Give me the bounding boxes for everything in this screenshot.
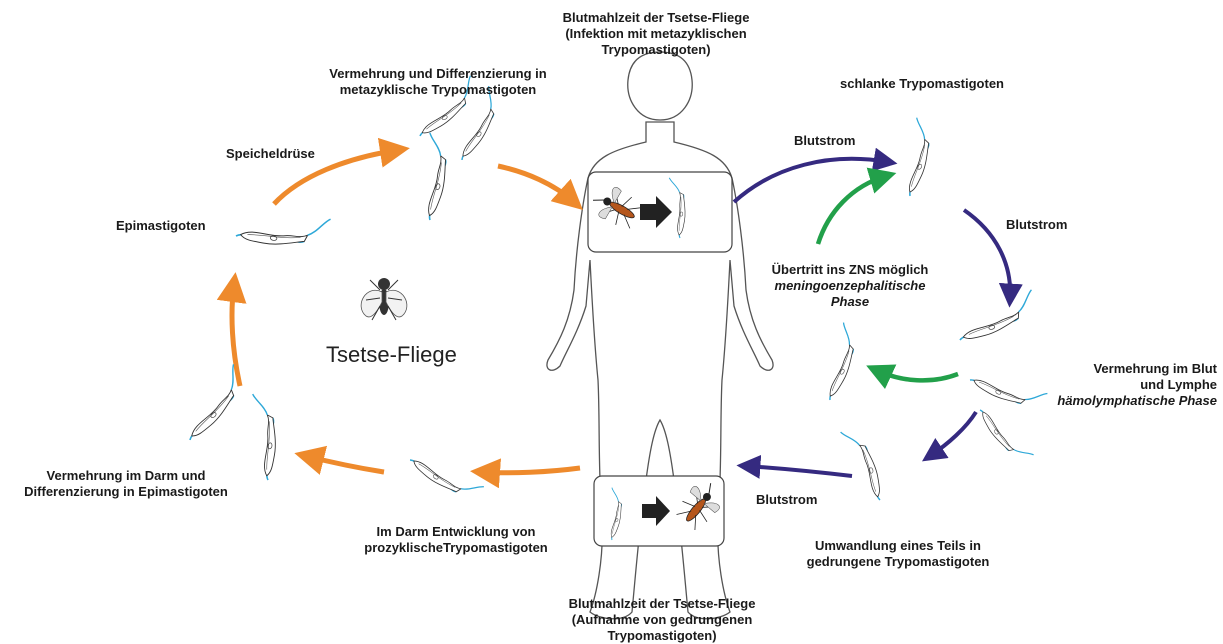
label-line: und Lymphe xyxy=(1057,377,1217,393)
label-line: gedrungene Trypomastigoten xyxy=(807,554,990,570)
trypanosome-icon xyxy=(171,364,254,441)
label-bloodstream: Blutstrom xyxy=(756,492,817,508)
label-line: (Aufnahme von gedrungenen xyxy=(569,612,756,628)
label-bottom-center: Blutmahlzeit der Tsetse-Fliege (Aufnahme… xyxy=(569,596,756,644)
tsetse-fly-icon xyxy=(361,278,407,320)
label-salivary-gland: Speicheldrüse xyxy=(226,146,315,162)
label-stumpy-transformation: Umwandlung eines Teils in gedrungene Try… xyxy=(807,538,990,570)
label-line: Übertritt ins ZNS möglich xyxy=(772,262,929,278)
trypanosome-icon xyxy=(402,133,460,221)
label-gut-multiplication: Vermehrung im Darm und Differenzierung i… xyxy=(24,468,228,500)
trypanosome-icon xyxy=(236,204,331,254)
label-line: Blutmahlzeit der Tsetse-Fliege xyxy=(569,596,756,612)
label-line: (Infektion mit metazyklischen xyxy=(563,26,750,42)
label-multiplication-metacyclic: Vermehrung und Differenzierung in metazy… xyxy=(329,66,546,98)
label-line: prozyklischeTrypomastigoten xyxy=(364,540,548,556)
trypanosome-icon xyxy=(952,290,1039,342)
label-cns-phase: Übertritt ins ZNS möglich meningoenzepha… xyxy=(772,262,929,310)
label-line: Blutmahlzeit der Tsetse-Fliege xyxy=(563,10,750,26)
label-top-center: Blutmahlzeit der Tsetse-Fliege (Infektio… xyxy=(563,10,750,58)
label-line: Vermehrung im Darm und xyxy=(24,468,228,484)
label-line: meningoenzephalitische xyxy=(772,278,929,294)
label-line: metazyklische Trypomastigoten xyxy=(329,82,546,98)
trypanosome-icon xyxy=(969,357,1047,419)
label-bloodstream: Blutstrom xyxy=(794,133,855,149)
bloodstream-arrows xyxy=(734,159,1010,476)
trypanosome-icon xyxy=(409,439,484,508)
label-line: Phase xyxy=(772,294,929,310)
label-line: hämolymphatische Phase xyxy=(1057,393,1217,409)
label-bloodstream: Blutstrom xyxy=(1006,217,1067,233)
label-blood-lymph: Vermehrung im Blut und Lymphe hämolympha… xyxy=(1057,361,1217,409)
label-line: Vermehrung und Differenzierung in xyxy=(329,66,546,82)
label-line: Trypomastigoten) xyxy=(563,42,750,58)
label-line: Im Darm Entwicklung von xyxy=(364,524,548,540)
trypanosome-icon xyxy=(807,323,869,401)
label-procyclic: Im Darm Entwicklung von prozyklischeTryp… xyxy=(364,524,548,556)
label-line: Trypomastigoten) xyxy=(569,628,756,644)
label-line: Vermehrung im Blut xyxy=(1057,361,1217,377)
label-slender-trypomastigotes: schlanke Trypomastigoten xyxy=(840,76,1004,92)
trypanosome-icon xyxy=(238,394,284,480)
label-tsetse-fly: Tsetse-Fliege xyxy=(326,342,457,368)
label-line: Umwandlung eines Teils in xyxy=(807,538,990,554)
label-line: Differenzierung in Epimastigoten xyxy=(24,484,228,500)
label-epimastigotes: Epimastigoten xyxy=(116,218,206,234)
trypanosome-icon xyxy=(841,427,882,505)
trypanosome-icon xyxy=(886,118,943,197)
trypanosome-icon xyxy=(979,398,1034,468)
